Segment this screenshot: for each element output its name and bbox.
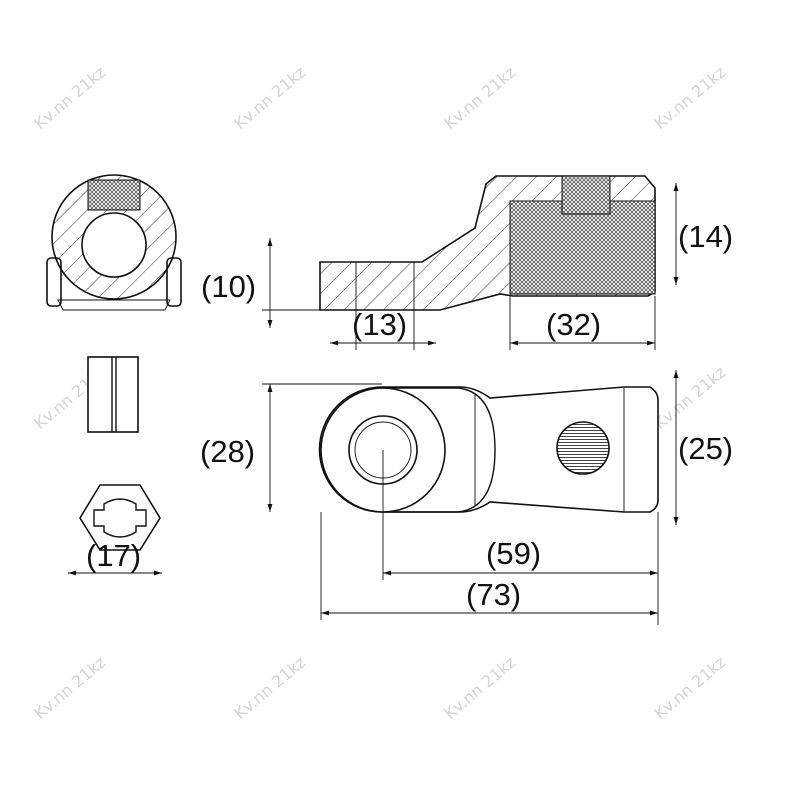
watermark-text: Kv.nn 21kz xyxy=(650,362,729,433)
watermark-text: Kv.nn 21kz xyxy=(440,62,519,133)
watermark-text: Kv.nn 21kz xyxy=(650,652,729,723)
hex-nut-view xyxy=(79,484,161,551)
top-view xyxy=(318,386,659,513)
dim-label-thread-height: (14) xyxy=(678,219,733,254)
watermark-text: Kv.nn 21kz xyxy=(30,62,109,133)
dim-label-thread-length: (32) xyxy=(546,307,601,342)
split-barrel-view xyxy=(87,356,139,433)
watermark-text: Kv.nn 21kz xyxy=(30,652,109,723)
dim-label-hex-size: (17) xyxy=(86,538,141,573)
dim-label-hole-width: (13) xyxy=(352,307,407,342)
dimension-lines xyxy=(68,183,679,625)
end-view xyxy=(46,174,182,311)
dim-label-flange-height: (10) xyxy=(201,269,256,304)
watermark-text: Kv.nn 21kz xyxy=(440,652,519,723)
watermark-text: Kv.nn 21kz xyxy=(230,62,309,133)
side-section-view xyxy=(319,175,656,311)
dimension-labels: (14) (10) (13) (32) (28) (25) (17) (59) … xyxy=(86,219,733,612)
dim-label-barrel-length: (59) xyxy=(486,536,541,571)
dim-label-eye-diameter: (28) xyxy=(200,434,255,469)
dim-label-body-width: (25) xyxy=(678,431,733,466)
watermark-text: Kv.nn 21kz xyxy=(650,62,729,133)
dim-label-overall-length: (73) xyxy=(466,577,521,612)
watermark-text: Kv.nn 21kz xyxy=(230,652,309,723)
